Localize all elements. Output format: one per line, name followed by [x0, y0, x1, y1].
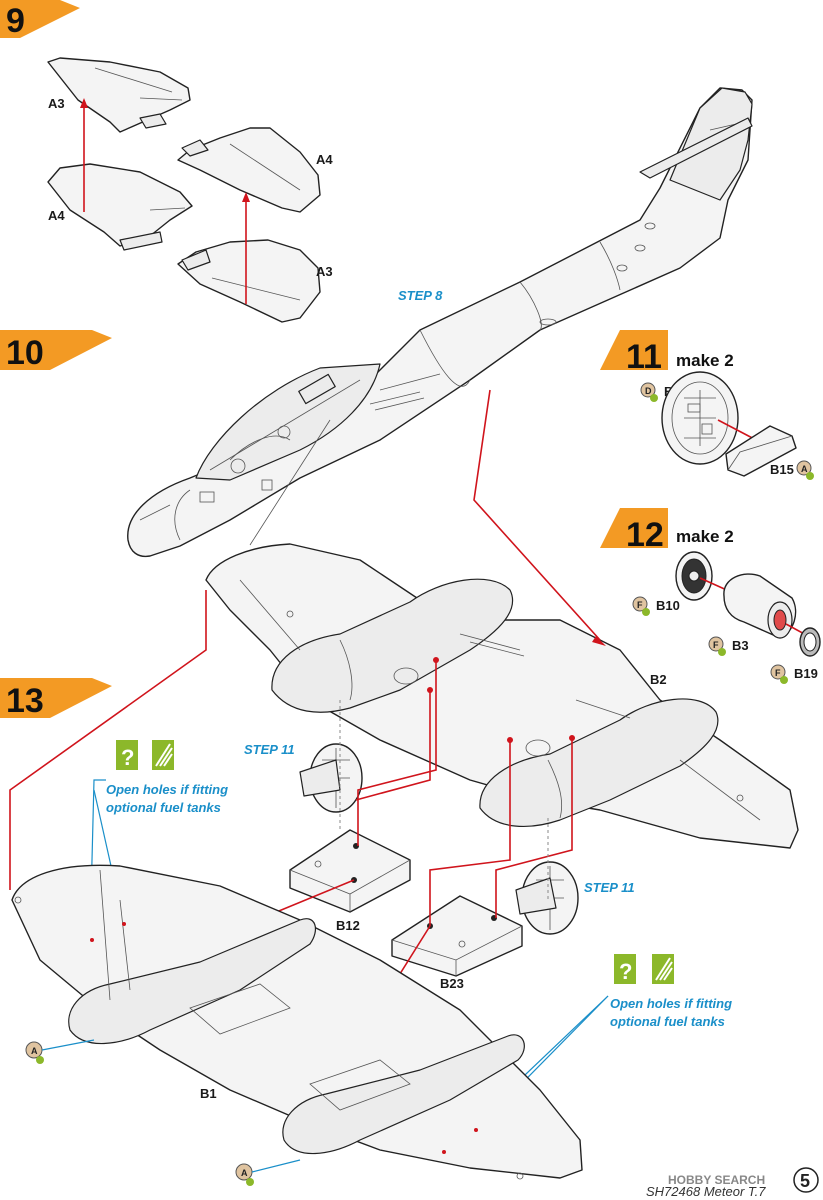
step-9-number: 9: [6, 2, 25, 40]
guide-arrow: [592, 636, 606, 646]
page-number-badge: [793, 1167, 819, 1193]
step-12: 12 make 2 F B10 F B3: [600, 508, 821, 684]
guide-line: [355, 690, 431, 801]
paint-badge-F: F: [708, 636, 726, 656]
note-line: optional fuel tanks: [106, 800, 221, 815]
kit-title: SH72468 Meteor T.7: [646, 1184, 766, 1199]
paint-badge-F: F: [770, 664, 788, 684]
guide-line: [357, 660, 437, 846]
paint-badge-F: F: [632, 596, 650, 616]
footer: HOBBY SEARCH SH72468 Meteor T.7 5: [646, 1167, 819, 1199]
option-question-icon: ?: [121, 745, 134, 770]
engine-face: [675, 551, 713, 601]
step-11-number: 11: [626, 338, 662, 376]
step-9-tab: [0, 0, 80, 38]
wheel-bay-B23: [391, 895, 523, 977]
step-10: 10 STEP 8: [0, 87, 753, 558]
guide-arrow: [242, 192, 250, 202]
guide-line: [429, 740, 511, 926]
lower-wing: [11, 864, 583, 1180]
jet-pipe: [723, 573, 797, 639]
elevator-upper-right: [177, 127, 321, 213]
note-line: Open holes if fitting: [610, 996, 732, 1011]
part-label: A3: [316, 264, 333, 279]
wheel-bay-B12: [289, 829, 411, 913]
watermark: HOBBY SEARCH: [668, 1173, 765, 1187]
guide-line: [473, 389, 601, 641]
note-line: optional fuel tanks: [610, 1014, 725, 1029]
option-question-icon: ?: [619, 959, 632, 984]
svg-text:D: D: [645, 386, 652, 396]
step-13-tab: [0, 678, 112, 718]
step-12-tab: [600, 508, 668, 548]
step-9: 9 A3 A4 A4: [0, 0, 333, 323]
paint-badge-A: A: [25, 1041, 44, 1064]
exhaust-ring: [799, 627, 821, 657]
step-13-number: 13: [6, 682, 44, 720]
step-reference: STEP 11: [584, 880, 635, 895]
part-label: B10: [656, 598, 680, 613]
step-11: 11 make 2 D B8 B15 A: [600, 330, 814, 480]
step-reference: STEP 8: [398, 288, 443, 303]
page-number: 5: [800, 1171, 810, 1191]
svg-text:A: A: [801, 464, 808, 474]
part-label: A4: [48, 208, 65, 223]
step-12-number: 12: [626, 516, 664, 554]
option-icon-group: ?: [116, 740, 174, 770]
elevator-upper-left: [47, 57, 191, 133]
svg-text:F: F: [775, 668, 781, 678]
guide-line: [495, 738, 573, 918]
part-label: B2: [650, 672, 667, 687]
step-13: 13 B2 STEP 11: [0, 389, 799, 1186]
svg-text:F: F: [637, 600, 643, 610]
guide-line: [9, 590, 207, 890]
elevator-lower-right: [177, 239, 321, 323]
step-11-note: make 2: [676, 351, 734, 370]
note-pointer: [251, 1159, 301, 1173]
part-label: B1: [200, 1086, 217, 1101]
part-label: B12: [336, 918, 360, 933]
part-label: B3: [732, 638, 749, 653]
step-10-tab: [0, 330, 112, 370]
paint-badge-A: A: [235, 1163, 254, 1186]
step-12-note: make 2: [676, 527, 734, 546]
part-label: A4: [316, 152, 333, 167]
svg-text:F: F: [713, 640, 719, 650]
note-line: Open holes if fitting: [106, 782, 228, 797]
note-pointer: [41, 1039, 95, 1051]
step-reference: STEP 11: [244, 742, 295, 757]
part-label: B19: [794, 666, 818, 681]
guide-arrow: [80, 98, 88, 108]
step-11-tab: [600, 330, 668, 370]
intake-assembly: [299, 743, 363, 813]
fuselage: [127, 87, 753, 558]
intake-assembly: [515, 861, 579, 935]
upper-wing: [205, 543, 799, 849]
paint-badge-D: D: [640, 382, 658, 402]
part-label: B15: [770, 462, 794, 477]
paint-badge-A: A: [796, 460, 814, 480]
elevator-lower-left: [47, 163, 193, 251]
intake-fairing: [725, 425, 797, 477]
part-label: A3: [48, 96, 65, 111]
step-10-number: 10: [6, 334, 44, 372]
part-label: B23: [440, 976, 464, 991]
svg-text:A: A: [241, 1168, 248, 1178]
svg-text:A: A: [31, 1046, 38, 1056]
option-icon-group: ?: [614, 954, 674, 984]
intake-wheel: [661, 371, 739, 465]
